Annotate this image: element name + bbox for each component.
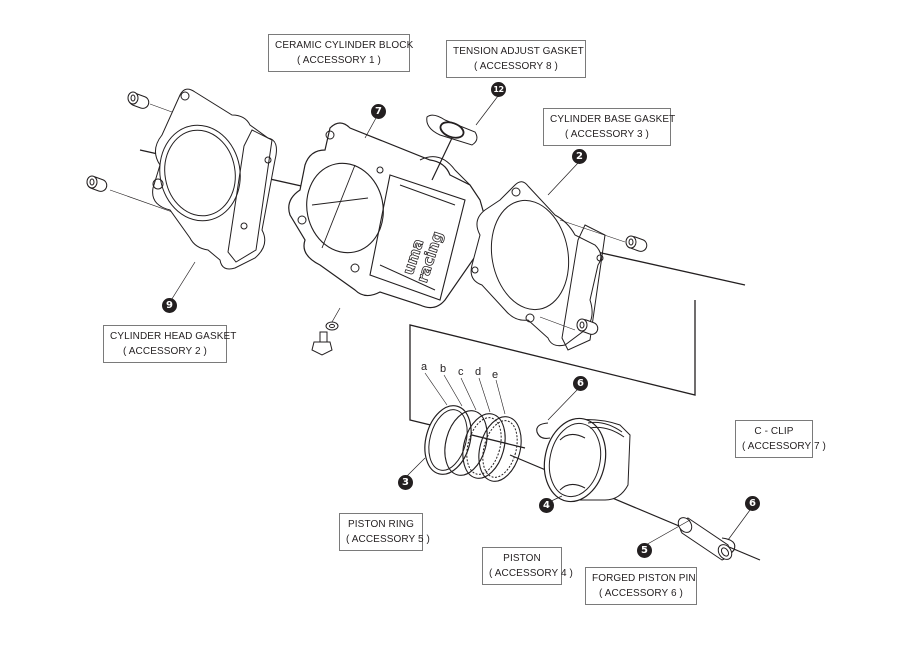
dowel-pin-right-bottom: [539, 316, 599, 335]
part-name: TENSION ADJUST GASKET: [453, 46, 584, 57]
part-name: PISTON: [503, 553, 541, 564]
ring-letter-a: a: [421, 361, 428, 373]
callout-5: 5: [637, 543, 652, 558]
forged-piston-pin-drawing: [677, 517, 733, 561]
callout-7: 7: [371, 104, 386, 119]
part-name: PISTON RING: [348, 519, 414, 530]
callout-12: 12: [491, 82, 506, 97]
label-tension-adjust-gasket: TENSION ADJUST GASKET ( ACCESSORY 8 ): [446, 40, 586, 78]
label-piston: PISTON ( ACCESSORY 4 ): [482, 547, 573, 585]
callout-6-upper: 6: [573, 376, 588, 391]
label-forged-piston-pin: FORGED PISTON PIN ( ACCESSORY 6 ): [585, 567, 697, 605]
cylinder-head-gasket-drawing: [152, 88, 277, 270]
part-name: CERAMIC CYLINDER BLOCK: [275, 40, 414, 51]
accessory-number: ( ACCESSORY 7 ): [742, 441, 826, 452]
piston-drawing: [543, 417, 631, 503]
part-name: CYLINDER BASE GASKET: [550, 114, 676, 125]
callout-4: 4: [539, 498, 554, 513]
accessory-number: ( ACCESSORY 3 ): [565, 129, 649, 140]
dowel-pin-left-bottom: [86, 175, 196, 221]
accessory-number: ( ACCESSORY 4 ): [489, 568, 573, 579]
label-c-clip: C - CLIP ( ACCESSORY 7 ): [735, 420, 826, 458]
ring-letter-d: d: [475, 366, 482, 378]
callout-2: 2: [572, 149, 587, 164]
ring-letter-b: b: [440, 363, 447, 375]
label-piston-ring: PISTON RING ( ACCESSORY 5 ): [339, 513, 430, 551]
part-name: FORGED PISTON PIN: [592, 573, 696, 584]
part-name: C - CLIP: [754, 426, 794, 437]
ceramic-cylinder-block-drawing: [288, 122, 491, 309]
accessory-number: ( ACCESSORY 8 ): [474, 61, 558, 72]
ring-letter-c: c: [458, 366, 464, 378]
label-cylinder-head-gasket: CYLINDER HEAD GASKET ( ACCESSORY 2 ): [103, 325, 237, 363]
tension-adjust-gasket-drawing: [426, 114, 478, 181]
accessory-number: ( ACCESSORY 1 ): [297, 55, 381, 66]
accessory-number: ( ACCESSORY 2 ): [123, 346, 207, 357]
callout-9: 9: [162, 298, 177, 313]
bolt-and-washer: [311, 307, 341, 356]
label-cylinder-base-gasket: CYLINDER BASE GASKET ( ACCESSORY 3 ): [543, 108, 676, 146]
ring-letter-e: e: [492, 369, 499, 381]
dowel-pin-right-top: [559, 219, 648, 252]
label-ceramic-cylinder-block: CERAMIC CYLINDER BLOCK ( ACCESSORY 1 ): [268, 34, 414, 72]
leader-lines: [169, 95, 751, 547]
accessory-number: ( ACCESSORY 6 ): [599, 588, 683, 599]
callout-3: 3: [398, 475, 413, 490]
part-name: CYLINDER HEAD GASKET: [110, 331, 237, 342]
callout-6-lower: 6: [745, 496, 760, 511]
c-clip-drawing-left: [536, 422, 551, 439]
piston-rings-drawing: [424, 372, 522, 482]
accessory-number: ( ACCESSORY 5 ): [346, 534, 430, 545]
